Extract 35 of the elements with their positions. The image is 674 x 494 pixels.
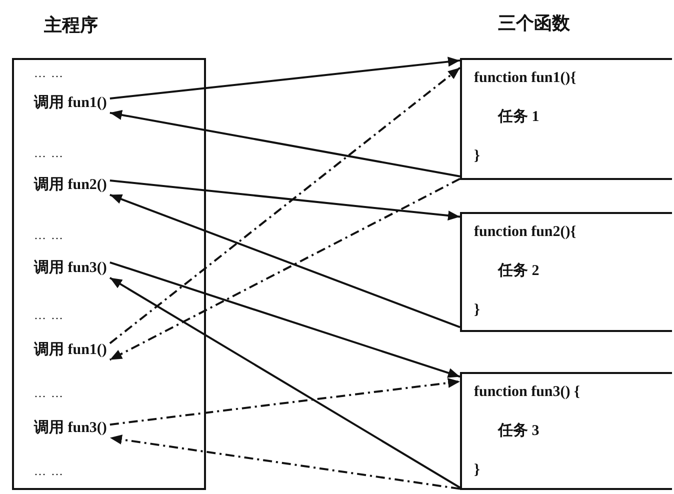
ellipsis-text: … … [34,146,64,161]
function-box [460,58,672,180]
task-text: 任务 3 [498,422,540,441]
dash-dot-arrow [109,178,460,361]
code-line: } [474,147,480,166]
call-statement: 调用 fun3() [34,260,107,276]
column-heading: 三个函数 [498,14,570,34]
code-line: } [474,461,480,480]
ellipsis-text: … … [34,464,64,479]
arrow [110,56,460,100]
call-statement: 调用 fun2() [34,177,107,193]
panel-heading: 主程序 [44,16,98,36]
arrow [110,261,460,378]
dash-dot-arrow [110,378,460,426]
code-line: function fun1(){ [474,69,576,88]
call-statement: 调用 fun1() [34,95,107,111]
code-line: function fun3() { [474,383,580,402]
task-text: 任务 2 [498,262,540,281]
arrow [110,194,460,328]
task-text: 任务 1 [498,108,540,127]
function-box [460,212,672,332]
arrow [109,276,461,488]
ellipsis-text: … … [34,308,64,323]
ellipsis-text: … … [34,386,64,401]
ellipsis-text: … … [34,66,64,81]
call-statement: 调用 fun3() [34,420,107,436]
function-box [460,372,672,490]
call-statement: 调用 fun1() [34,342,107,358]
arrow [110,110,460,178]
code-line: } [474,301,480,320]
ellipsis-text: … … [34,228,64,243]
dash-dot-arrow [110,434,460,490]
arrow [110,180,460,221]
code-line: function fun2(){ [474,223,576,242]
dash-dot-arrow [109,66,461,344]
